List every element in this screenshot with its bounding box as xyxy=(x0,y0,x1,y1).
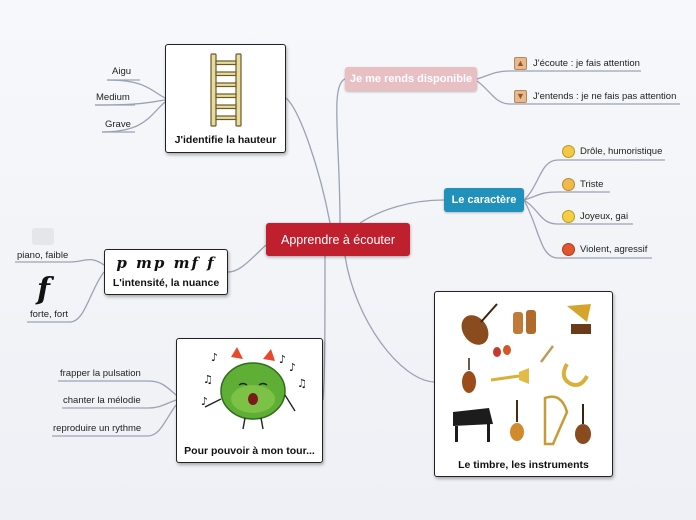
central-topic[interactable]: Apprendre à écouter xyxy=(266,223,410,256)
svg-text:♫: ♫ xyxy=(203,373,213,386)
grand-piano-icon xyxy=(453,408,493,442)
mandolin-icon xyxy=(575,404,591,444)
link-joyeux xyxy=(523,199,559,225)
svg-text:♫: ♫ xyxy=(297,377,307,390)
link-entends xyxy=(476,80,511,105)
svg-text:♪: ♪ xyxy=(289,361,296,374)
leaf-aigu[interactable]: Aigu xyxy=(112,66,132,77)
svg-text:♪: ♪ xyxy=(211,351,218,364)
link-timbre xyxy=(344,255,435,383)
sad-face-icon xyxy=(562,178,575,191)
central-topic-label: Apprendre à écouter xyxy=(281,232,395,247)
leaf-forte[interactable]: forte, fort xyxy=(30,309,69,320)
link-melodie xyxy=(147,399,177,409)
singing-monster-icon: ♪ ♫ ♪ ♫ ♪ ♪ xyxy=(201,347,307,430)
smiling-face-icon xyxy=(562,210,575,223)
node-disponible[interactable]: Je me rends disponible xyxy=(345,67,477,91)
laughing-face-icon xyxy=(562,145,575,158)
link-drole xyxy=(523,159,559,201)
node-timbre[interactable]: Le timbre, les instruments xyxy=(434,291,613,477)
leaf-piano[interactable]: piano, faible xyxy=(17,250,69,261)
dynamics-markings: p mp mf f xyxy=(116,254,216,272)
node-intensite[interactable]: p mp mf f L'intensité, la nuance xyxy=(104,249,228,295)
trumpet-icon xyxy=(490,368,529,384)
thumbs-down-icon: ▼ xyxy=(514,90,527,103)
leaf-melodie[interactable]: chanter la mélodie xyxy=(63,395,141,406)
angry-face-icon xyxy=(562,243,575,256)
forte-symbol: f xyxy=(37,272,50,307)
link-intensite xyxy=(227,244,267,273)
leaf-ecoute[interactable]: J'écoute : je fais attention xyxy=(533,58,640,69)
svg-text:♪: ♪ xyxy=(279,353,286,366)
saxophone-icon xyxy=(561,363,589,387)
leaf-medium[interactable]: Medium xyxy=(96,92,130,103)
node-disponible-label: Je me rends disponible xyxy=(349,73,473,85)
congas-icon xyxy=(513,310,536,334)
node-caractere[interactable]: Le caractère xyxy=(444,188,524,212)
leaf-pulsation[interactable]: frapper la pulsation xyxy=(60,368,141,379)
ladder-icon xyxy=(210,53,242,127)
harp-icon xyxy=(543,395,569,446)
link-disponible xyxy=(336,78,346,224)
leaf-rythme[interactable]: reproduire un rythme xyxy=(53,423,142,434)
link-caractere xyxy=(359,199,445,224)
instruments-collage xyxy=(453,303,591,446)
link-piano xyxy=(69,259,105,266)
node-tour[interactable]: ♪ ♫ ♪ ♫ ♪ ♪ Pour pouvoir à mon tour... xyxy=(176,338,323,463)
leaf-drole[interactable]: Drôle, humoristique xyxy=(580,146,663,157)
link-rythme xyxy=(147,404,177,437)
thumbs-up-icon: ▲ xyxy=(514,57,527,70)
flute-icon xyxy=(540,345,554,363)
link-triste xyxy=(523,191,559,201)
leaf-joyeux[interactable]: Joyeux, gai xyxy=(580,211,629,222)
node-hauteur-label: J'identifie la hauteur xyxy=(174,134,277,146)
link-hauteur xyxy=(285,97,331,224)
double-bass-icon xyxy=(461,303,498,345)
node-hauteur[interactable]: J'identifie la hauteur xyxy=(165,44,286,153)
link-violent xyxy=(523,199,559,259)
link-pulsation xyxy=(147,380,177,396)
leaf-entends[interactable]: J'entends : je ne fais pas attention xyxy=(533,91,677,102)
leaf-grave[interactable]: Grave xyxy=(105,119,131,130)
gramophone-icon xyxy=(567,304,591,334)
node-tour-label: Pour pouvoir à mon tour... xyxy=(184,445,315,457)
maracas-icon xyxy=(493,345,511,357)
svg-text:♪: ♪ xyxy=(201,395,208,408)
node-timbre-label: Le timbre, les instruments xyxy=(458,459,589,471)
link-forte xyxy=(69,271,105,323)
leaf-triste[interactable]: Triste xyxy=(580,179,604,190)
link-ecoute xyxy=(476,70,511,80)
guitar-icon xyxy=(510,400,524,441)
node-caractere-label: Le caractère xyxy=(451,194,517,206)
link-tour xyxy=(322,255,326,401)
violin-icon xyxy=(462,358,476,393)
leaf-violent[interactable]: Violent, agressif xyxy=(580,244,648,255)
node-intensite-label: L'intensité, la nuance xyxy=(112,277,220,289)
piano-dynamic-icon xyxy=(32,228,54,245)
